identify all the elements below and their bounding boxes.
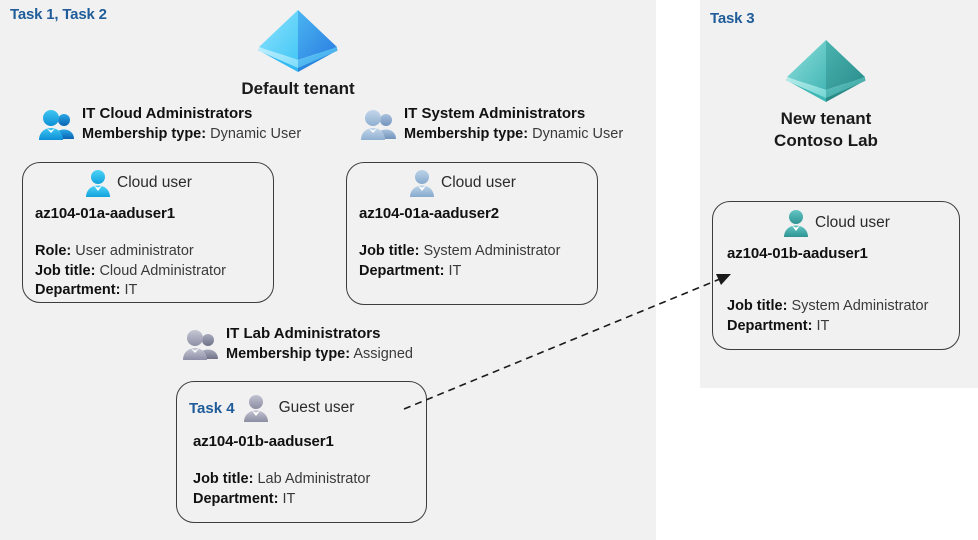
property-row: Job title: System Administrator: [727, 297, 928, 317]
property-row: Role: User administrator: [35, 242, 226, 262]
property-row: Job title: System Administrator: [359, 242, 560, 262]
card-header: Cloud user: [409, 169, 516, 197]
new-tenant-caption-line2: Contoso Lab: [774, 131, 878, 150]
default-tenant-block: Default tenant: [208, 2, 388, 100]
property-label: Job title:: [727, 298, 788, 314]
property-value: System Administrator: [423, 243, 561, 259]
property-row: Department: IT: [359, 262, 560, 282]
group-users-icon: [182, 328, 220, 362]
card-header: Cloud user: [85, 169, 192, 197]
group-it-system-administrators: IT System Administrators Membership type…: [360, 104, 623, 144]
default-tenant-caption: Default tenant: [241, 79, 355, 98]
user-card-az104-01a-aaduser1[interactable]: Cloud user az104-01a-aaduser1 Role: User…: [22, 162, 274, 303]
property-label: Department:: [35, 282, 121, 298]
property-label: Department:: [193, 490, 279, 507]
user-type-label: Cloud user: [117, 174, 192, 191]
property-row: Job title: Lab Administrator: [193, 470, 370, 490]
property-label: Role:: [35, 243, 72, 259]
group-it-lab-administrators: IT Lab Administrators Membership type: A…: [182, 324, 413, 364]
user-properties: Job title: System Administrator Departme…: [359, 242, 560, 281]
task-label-right: Task 3: [710, 10, 755, 27]
user-type-label: Cloud user: [815, 214, 890, 231]
property-value: IT: [816, 317, 830, 334]
task-label-inline: Task 4: [189, 399, 235, 417]
property-label: Job title:: [35, 262, 96, 279]
user-id: az104-01a-aaduser2: [359, 205, 499, 222]
property-value: IT: [282, 490, 296, 507]
user-properties: Role: User administrator Job title: Clou…: [35, 242, 226, 301]
group-name: IT System Administrators: [404, 105, 586, 122]
group-membership-type: Membership type: Dynamic User: [404, 124, 623, 144]
property-row: Department: IT: [35, 281, 226, 301]
card-header: Task 4 Guest user: [189, 394, 354, 422]
group-users-icon: [360, 108, 398, 142]
property-label: Job title:: [193, 471, 254, 487]
new-tenant-caption-line1: New tenant: [780, 109, 872, 128]
group-membership-value: Dynamic User: [532, 126, 624, 142]
task-label-left: Task 1, Task 2: [10, 6, 107, 23]
user-id: az104-01a-aaduser1: [35, 205, 175, 222]
cloud-user-icon: [85, 169, 111, 197]
group-users-icon: [38, 108, 76, 142]
group-membership-label: Membership type:: [226, 346, 351, 362]
group-membership-label: Membership type:: [82, 126, 207, 142]
user-type-label: Cloud user: [441, 174, 516, 191]
property-label: Job title:: [359, 243, 420, 259]
group-name: IT Cloud Administrators: [82, 105, 253, 122]
guest-user-icon: [243, 394, 269, 422]
new-tenant-block: New tenant Contoso Lab: [736, 32, 916, 152]
property-value: Cloud Administrator: [99, 262, 226, 279]
user-card-az104-01a-aaduser2[interactable]: Cloud user az104-01a-aaduser2 Job title:…: [346, 162, 598, 305]
property-label: Department:: [727, 317, 813, 334]
property-row: Department: IT: [193, 490, 370, 510]
user-properties: Job title: Lab Administrator Department:…: [193, 470, 370, 509]
property-row: Department: IT: [727, 317, 928, 337]
group-membership-type: Membership type: Dynamic User: [82, 124, 301, 144]
group-membership-label: Membership type:: [404, 126, 529, 142]
group-membership-value: Assigned: [353, 346, 413, 362]
property-value: User administrator: [75, 243, 194, 259]
group-membership-type: Membership type: Assigned: [226, 344, 413, 364]
azure-ad-tenant-icon: [736, 32, 916, 108]
group-membership-value: Dynamic User: [210, 126, 302, 142]
group-name: IT Lab Administrators: [226, 325, 381, 342]
cloud-user-icon: [783, 209, 809, 237]
property-value: IT: [124, 282, 138, 298]
user-id: az104-01b-aaduser1: [193, 433, 334, 450]
card-header: Cloud user: [783, 209, 890, 237]
user-card-az104-01b-aaduser1-cloud[interactable]: Cloud user az104-01b-aaduser1 Job title:…: [712, 201, 960, 350]
user-id: az104-01b-aaduser1: [727, 245, 868, 262]
property-value: IT: [448, 262, 462, 279]
user-properties: Job title: System Administrator Departme…: [727, 297, 928, 336]
azure-ad-tenant-icon: [208, 2, 388, 78]
cloud-user-icon: [409, 169, 435, 197]
user-type-label: Guest user: [278, 399, 355, 416]
property-label: Department:: [359, 262, 445, 279]
user-card-az104-01b-aaduser1-guest[interactable]: Task 4 Guest user az104-01b: [176, 381, 427, 523]
group-it-cloud-administrators: IT Cloud Administrators Membership type:…: [38, 104, 301, 144]
property-value: Lab Administrator: [257, 471, 371, 487]
property-value: System Administrator: [791, 298, 929, 314]
property-row: Job title: Cloud Administrator: [35, 262, 226, 282]
